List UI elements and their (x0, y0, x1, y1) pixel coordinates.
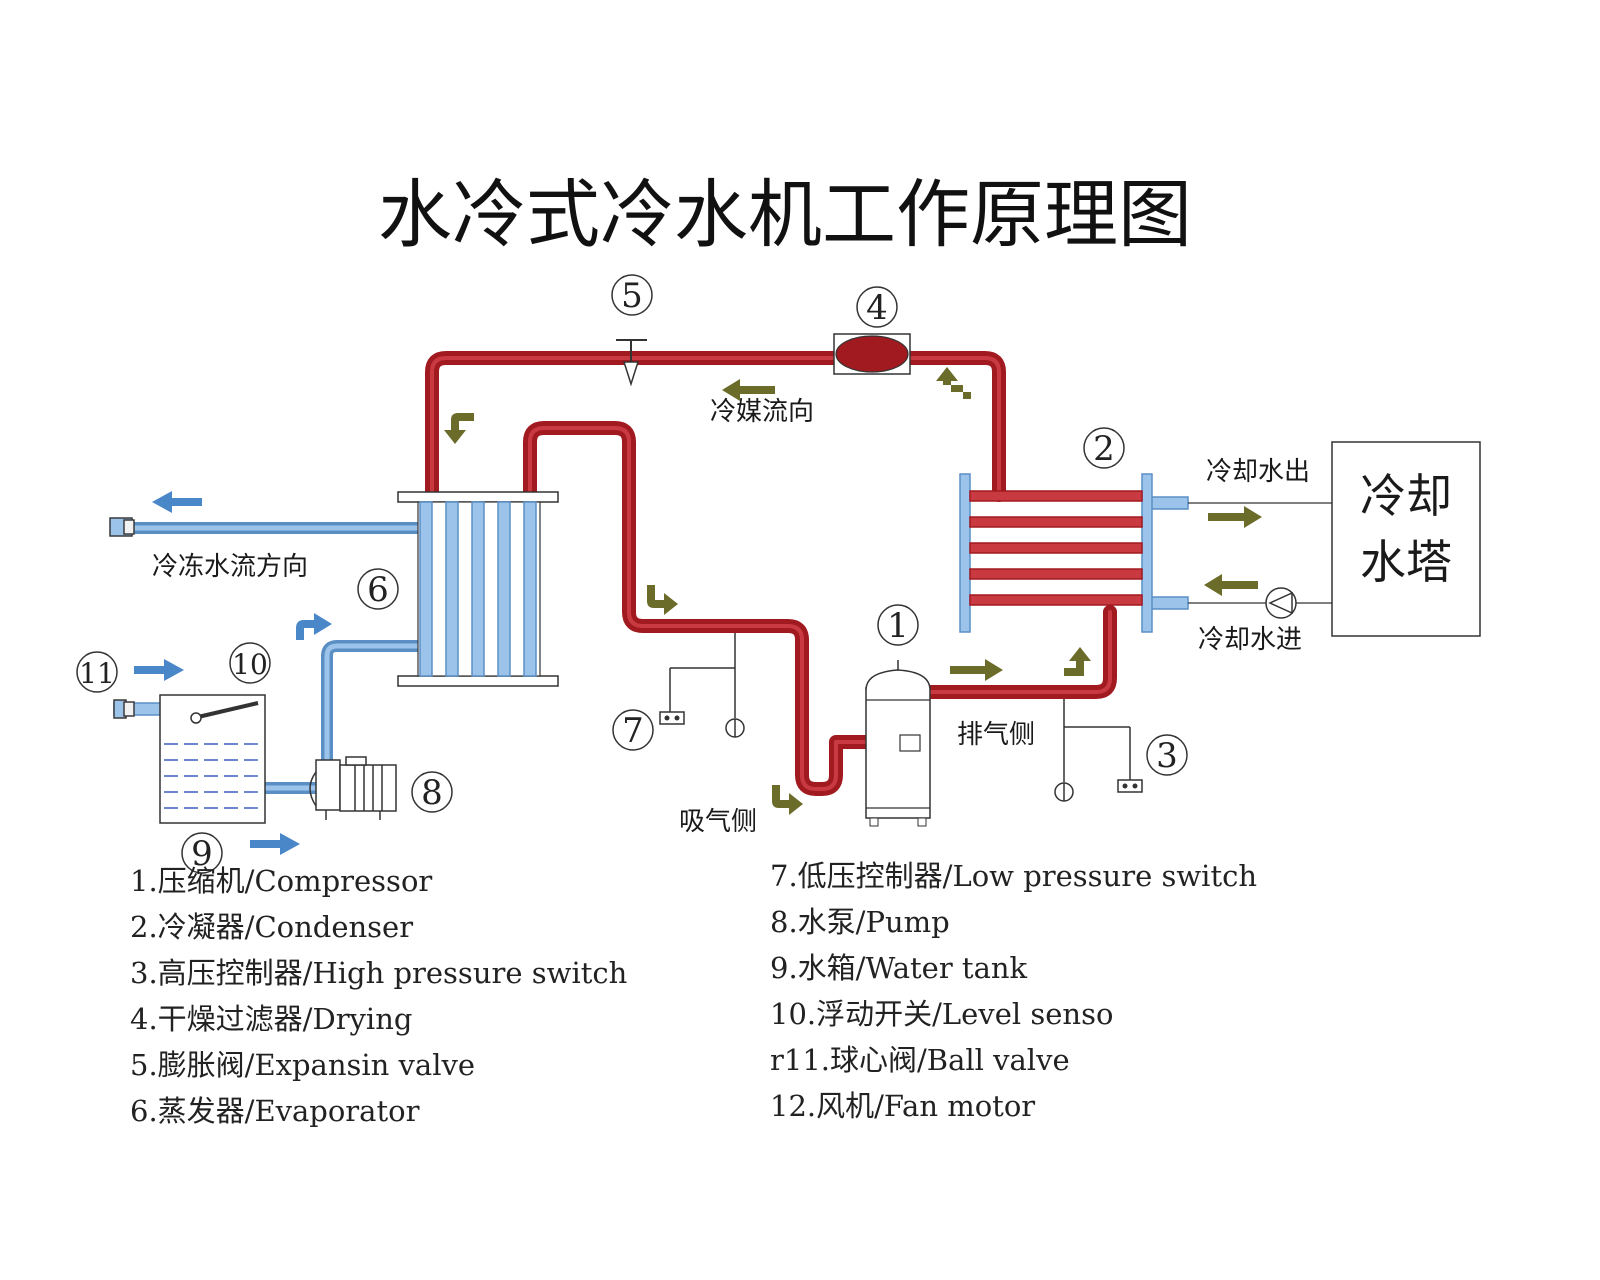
marker-7: 7 (612, 709, 654, 751)
pump-out-bent-arrow-icon (296, 613, 332, 640)
cooling-water-in-arrow-icon (1204, 574, 1258, 596)
level-float-switch (190, 701, 259, 724)
refrigerant-discharge-line (923, 605, 1117, 699)
legend-item: 10.浮动开关/Level senso (770, 997, 1114, 1031)
svg-text:9: 9 (191, 834, 213, 874)
discharge-side-label: 排气侧 (957, 720, 1035, 750)
check-valve-icon (1265, 587, 1297, 619)
pump-to-evaporator-pipe (321, 640, 420, 760)
marker-4: 4 (856, 286, 898, 328)
refrigerant-loop-top (425, 351, 1006, 502)
svg-text:11: 11 (79, 657, 115, 690)
compressor (865, 660, 931, 827)
flow-arrows (134, 367, 1262, 855)
cooling-water-out-arrow-icon (1208, 506, 1262, 528)
legend-item: 12.风机/Fan motor (770, 1089, 1036, 1123)
refrigerant-suction-line (523, 421, 877, 796)
svg-text:8: 8 (421, 773, 443, 813)
chilled-water-arrow-left-icon (152, 491, 202, 513)
drier-filter (833, 333, 911, 375)
marker-8: 8 (411, 771, 453, 813)
tank-water-arrow-icon (250, 833, 300, 855)
refrigerant-arrow-left-icon (722, 379, 775, 401)
bent-arrow-up-icon (936, 367, 971, 399)
cooling-water-in-label: 冷却水进 (1198, 625, 1302, 655)
cooling-tower-label-2: 水塔 (1360, 535, 1452, 589)
legend-item: 8.水泵/Pump (770, 905, 950, 939)
makeup-water-pipe (113, 699, 163, 719)
svg-text:5: 5 (621, 276, 643, 316)
svg-text:6: 6 (367, 570, 389, 610)
high-pressure-switch (1054, 699, 1143, 802)
condenser (959, 473, 1153, 633)
suction-side-label: 吸气侧 (679, 807, 757, 837)
legend-item: r11.球心阀/Ball valve (770, 1043, 1070, 1077)
legend-item: 6.蒸发器/Evaporator (130, 1094, 420, 1128)
marker-6: 6 (357, 568, 399, 610)
bent-arrow-right-icon (647, 585, 678, 615)
legend-left: 1.压缩机/Compressor 2.冷凝器/Condenser 3.高压控制器… (130, 858, 627, 1134)
discharge-bent-arrow-up-icon (1064, 647, 1091, 676)
legend-item: 3.高压控制器/High pressure switch (130, 956, 628, 990)
legend-item: 4.干燥过滤器/Drying (130, 1002, 413, 1036)
bent-arrow-down-icon (444, 413, 474, 444)
discharge-arrow-right-icon (950, 659, 1003, 681)
svg-text:1: 1 (887, 606, 909, 646)
svg-text:10: 10 (232, 648, 268, 681)
cooling-tower: 冷却 水塔 (1331, 441, 1481, 637)
marker-11: 11 (76, 651, 118, 693)
cooling-water-out-label: 冷却水出 (1206, 457, 1310, 487)
chilled-water-flow-label: 冷冻水流方向 (152, 552, 308, 582)
water-tank (159, 694, 266, 824)
cooling-water-stubs (1149, 496, 1332, 610)
marker-1: 1 (877, 604, 919, 646)
legend-right: 7.低压控制器/Low pressure switch 8.水泵/Pump 9.… (770, 853, 1257, 1129)
marker-10: 10 (229, 642, 271, 684)
low-pressure-switch (659, 633, 745, 738)
marker-2: 2 (1083, 427, 1125, 469)
svg-text:2: 2 (1093, 429, 1115, 469)
suction-bent-arrow-icon (772, 785, 803, 815)
legend-item: 2.冷凝器/Condenser (130, 910, 414, 944)
evaporator (397, 491, 559, 687)
legend-item: 7.低压控制器/Low pressure switch (770, 859, 1258, 893)
svg-text:7: 7 (622, 711, 644, 751)
diagram-title: 水冷式冷水机工作原理图 (378, 172, 1192, 258)
legend-item: 1.压缩机/Compressor (130, 864, 433, 898)
marker-3: 3 (1146, 734, 1188, 776)
cooling-tower-label-1: 冷却 (1360, 469, 1452, 523)
chilled-water-out-pipe (109, 517, 420, 537)
legend-item: 9.水箱/Water tank (770, 951, 1028, 985)
refrigerant-flow-label: 冷媒流向 (710, 397, 814, 427)
water-pump (309, 756, 397, 820)
svg-text:4: 4 (866, 288, 888, 328)
marker-5: 5 (611, 274, 653, 316)
svg-text:3: 3 (1156, 736, 1178, 776)
marker-9: 9 (181, 832, 223, 874)
expansion-valve (616, 339, 647, 387)
legend-item: 5.膨胀阀/Expansin valve (130, 1048, 476, 1082)
makeup-water-arrow-icon (134, 659, 184, 681)
